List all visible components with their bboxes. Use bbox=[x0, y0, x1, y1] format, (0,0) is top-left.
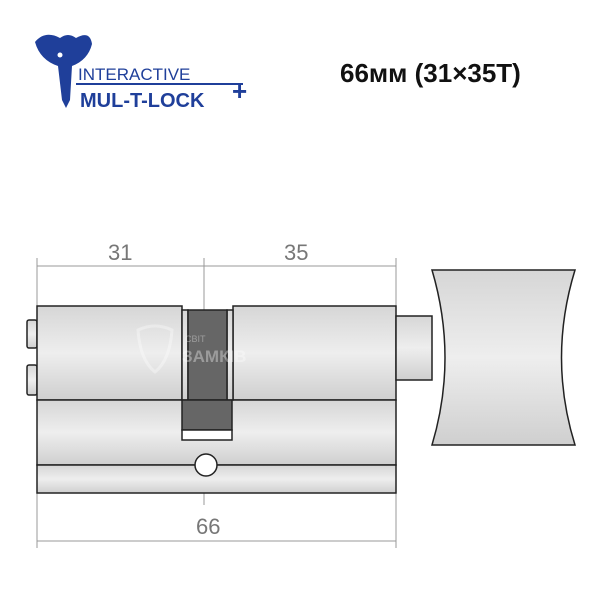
svg-text:ЗАМКІВ: ЗАМКІВ bbox=[182, 347, 246, 366]
cylinder-body bbox=[26, 269, 577, 494]
logo-line1: INTERACTIVE bbox=[78, 65, 190, 84]
logo-line2: MUL-T-LOCK bbox=[80, 90, 205, 112]
mul-t-lock-logo: INTERACTIVE MUL-T-LOCK + bbox=[35, 34, 247, 112]
svg-text:+: + bbox=[232, 76, 247, 106]
dim-right: 35 bbox=[284, 240, 308, 265]
dim-left: 31 bbox=[108, 240, 132, 265]
dim-total: 66 bbox=[196, 514, 220, 539]
watermark: СВІТ ЗАМКІВ bbox=[136, 324, 246, 374]
product-title: 66мм (31×35T) bbox=[340, 58, 521, 88]
svg-text:СВІТ: СВІТ bbox=[185, 334, 206, 344]
